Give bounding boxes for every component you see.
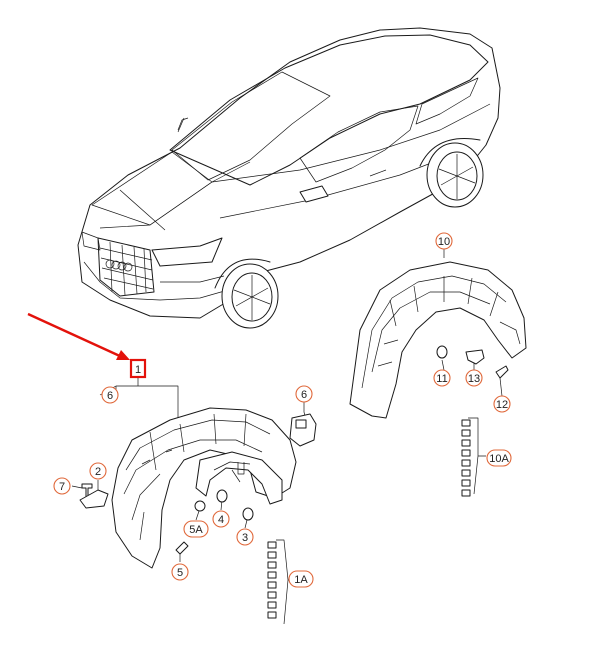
callout-ring xyxy=(433,369,451,387)
callout-c4: 4 xyxy=(212,510,230,528)
callout-c5: 5 xyxy=(171,563,189,581)
callout-ring xyxy=(183,520,209,538)
callout-c10: 10 xyxy=(435,232,453,250)
highlighted-item-box xyxy=(129,358,147,379)
callout-c1: 1 xyxy=(135,364,141,376)
callout-label: 3 xyxy=(242,532,248,544)
callout-c1a: 1A xyxy=(288,570,314,588)
callout-label: 4 xyxy=(218,514,224,526)
callout-ring xyxy=(295,385,313,403)
callout-label: 10 xyxy=(438,236,450,248)
callout-c3: 3 xyxy=(236,528,254,546)
highlight-arrow-icon xyxy=(27,312,147,379)
callout-ring xyxy=(89,462,107,480)
callout-layer: 1 6 6 7 2 5A 4 3 5 1A 10 11 13 12 10A xyxy=(53,232,512,588)
callout-ring xyxy=(435,232,453,250)
callout-label: 5A xyxy=(189,524,203,536)
callout-c13: 13 xyxy=(465,369,483,387)
callout-c12: 12 xyxy=(493,395,511,413)
callout-label: 6 xyxy=(107,390,113,402)
callout-ring xyxy=(212,510,230,528)
callout-label: 6 xyxy=(301,389,307,401)
callout-label: 1 xyxy=(135,364,141,376)
callout-ring xyxy=(171,563,189,581)
front-wheel-housing-liner xyxy=(111,407,297,569)
callout-label: 1A xyxy=(294,574,308,586)
callout-c5a: 5A xyxy=(183,520,209,538)
callout-ring xyxy=(236,528,254,546)
callout-ring xyxy=(288,570,314,588)
callout-ring xyxy=(493,395,511,413)
callout-c6b: 6 xyxy=(295,385,313,403)
callout-c2: 2 xyxy=(89,462,107,480)
callout-label: 13 xyxy=(468,373,480,385)
callout-label: 5 xyxy=(177,567,183,579)
callout-label: 11 xyxy=(436,373,447,385)
callout-label: 2 xyxy=(95,466,101,478)
callout-ring xyxy=(486,449,512,467)
callout-label: 10A xyxy=(489,453,509,465)
rear-wheel-housing-liner xyxy=(349,261,527,419)
callout-c11: 11 xyxy=(433,369,451,387)
callout-label: 12 xyxy=(496,399,508,411)
car-illustration xyxy=(77,27,501,329)
callout-ring xyxy=(465,369,483,387)
callout-ring xyxy=(101,386,119,404)
callout-c10a: 10A xyxy=(486,449,512,467)
front-fasteners xyxy=(79,413,317,619)
rear-fasteners xyxy=(436,248,509,497)
callout-label: 7 xyxy=(59,481,65,493)
callout-ring xyxy=(53,477,71,495)
callout-c6a: 6 xyxy=(101,386,119,404)
callout-c7: 7 xyxy=(53,477,71,495)
